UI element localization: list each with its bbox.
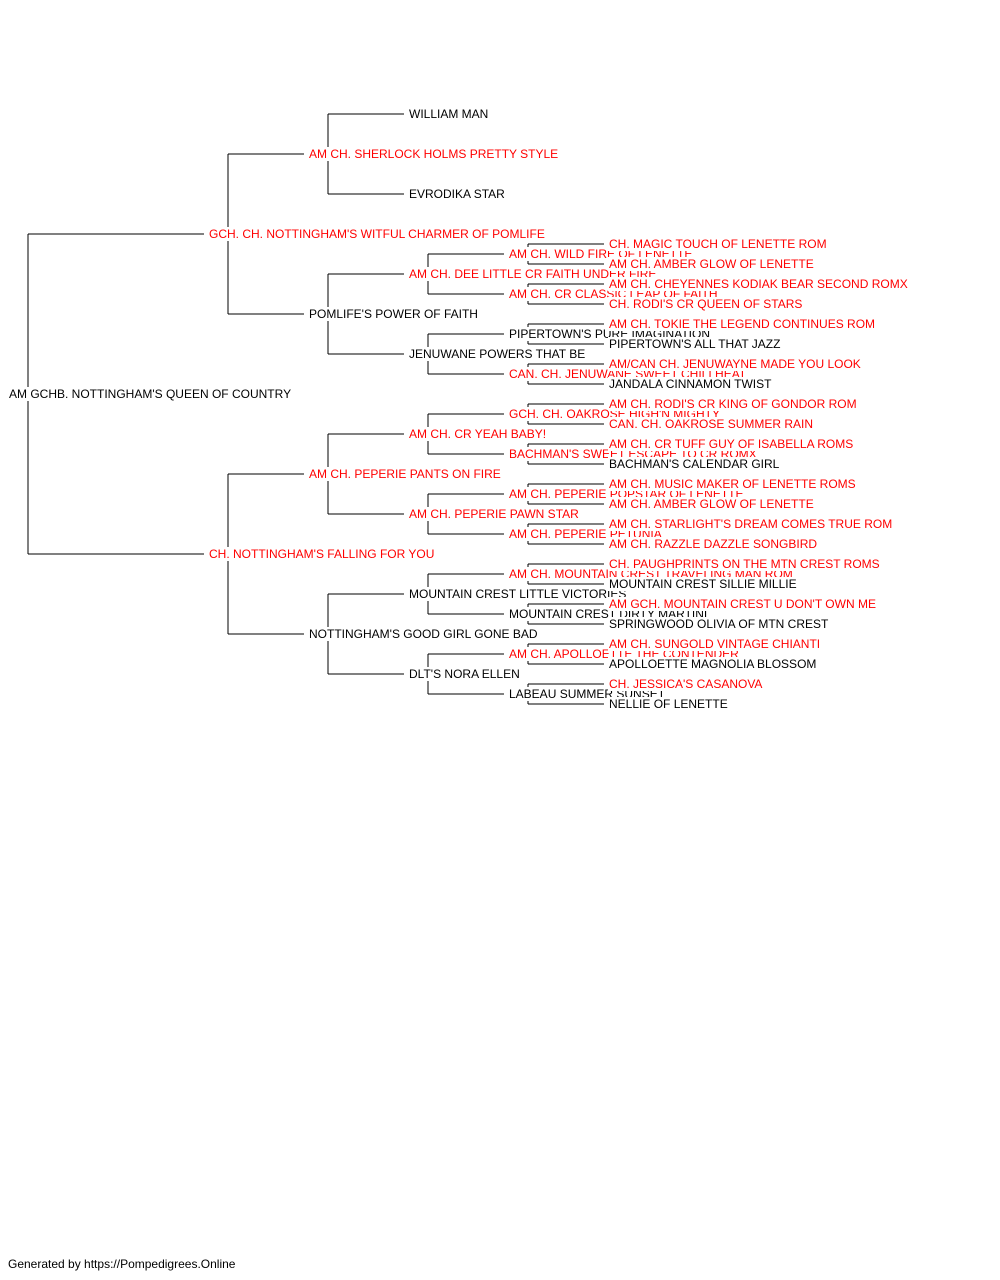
dog-sire-gen1: GCH. CH. NOTTINGHAM'S WITFUL CHARMER OF …	[208, 227, 546, 241]
dog-dam-gen5: CAN. CH. OAKROSE SUMMER RAIN	[608, 417, 815, 431]
dog-dam-gen2: NOTTINGHAM'S GOOD GIRL GONE BAD	[308, 627, 539, 641]
dog-sire-gen5: AM CH. CHEYENNES KODIAK BEAR SECOND ROMX	[608, 277, 909, 291]
dog-dam-gen5: BACHMAN'S CALENDAR GIRL	[608, 457, 781, 471]
dog-sire-gen5: AM CH. CR TUFF GUY OF ISABELLA ROMS	[608, 437, 855, 451]
dog-dam-gen3: JENUWANE POWERS THAT BE	[408, 347, 587, 361]
dog-sire-gen5: CH. PAUGHPRINTS ON THE MTN CREST ROMS	[608, 557, 881, 571]
dog-dam-gen5: JANDALA CINNAMON TWIST	[608, 377, 773, 391]
dog-dam-gen1: CH. NOTTINGHAM'S FALLING FOR YOU	[208, 547, 436, 561]
dog-dam-gen3: EVRODIKA STAR	[408, 187, 506, 201]
dog-dam-gen3: DLT'S NORA ELLEN	[408, 667, 521, 681]
dog-sire-gen5: AM CH. MUSIC MAKER OF LENETTE ROMS	[608, 477, 857, 491]
dog-sire-gen5: AM CH. TOKIE THE LEGEND CONTINUES ROM	[608, 317, 877, 331]
dog-dam-gen2: POMLIFE'S POWER OF FAITH	[308, 307, 479, 321]
dog-sire-gen5: AM/CAN CH. JENUWAYNE MADE YOU LOOK	[608, 357, 862, 371]
dog-dam-gen5: CH. RODI'S CR QUEEN OF STARS	[608, 297, 804, 311]
dog-dam-gen5: AM CH. AMBER GLOW OF LENETTE	[608, 497, 815, 511]
dog-dam-gen5: NELLIE OF LENETTE	[608, 697, 729, 711]
dog-sire-gen5: CH. JESSICA'S CASANOVA	[608, 677, 764, 691]
generated-by-footer: Generated by https://Pompedigrees.Online	[8, 1257, 236, 1271]
dog-sire-gen3: WILLIAM MAN	[408, 107, 490, 121]
dog-dam-gen5: MOUNTAIN CREST SILLIE MILLIE	[608, 577, 798, 591]
dog-sire-gen2: AM CH. PEPERIE PANTS ON FIRE	[308, 467, 502, 481]
dog-dam-gen5: AM CH. RAZZLE DAZZLE SONGBIRD	[608, 537, 819, 551]
dog-dam-gen5: APOLLOETTE MAGNOLIA BLOSSOM	[608, 657, 818, 671]
dog-dam-gen5: PIPERTOWN'S ALL THAT JAZZ	[608, 337, 782, 351]
dog-dam-gen3: AM CH. PEPERIE PAWN STAR	[408, 507, 580, 521]
dog-sire-gen3: AM CH. DEE LITTLE CR FAITH UNDER FIRE	[408, 267, 658, 281]
dog-sire-gen3: AM CH. CR YEAH BABY!	[408, 427, 548, 441]
dog-dam-gen5: AM CH. AMBER GLOW OF LENETTE	[608, 257, 815, 271]
dog-sire-gen5: AM CH. STARLIGHT'S DREAM COMES TRUE ROM	[608, 517, 894, 531]
dog-sire-gen5: AM CH. RODI'S CR KING OF GONDOR ROM	[608, 397, 858, 411]
dog-sire-gen2: AM CH. SHERLOCK HOLMS PRETTY STYLE	[308, 147, 560, 161]
dog-sire-gen3: MOUNTAIN CREST LITTLE VICTORIES	[408, 587, 628, 601]
dog-sire-gen5: AM CH. SUNGOLD VINTAGE CHIANTI	[608, 637, 822, 651]
dog-dam-gen5: SPRINGWOOD OLIVIA OF MTN CREST	[608, 617, 830, 631]
dog-subject: AM GCHB. NOTTINGHAM'S QUEEN OF COUNTRY	[8, 387, 293, 401]
dog-sire-gen5: CH. MAGIC TOUCH OF LENETTE ROM	[608, 237, 828, 251]
dog-sire-gen5: AM GCH. MOUNTAIN CREST U DON'T OWN ME	[608, 597, 877, 611]
